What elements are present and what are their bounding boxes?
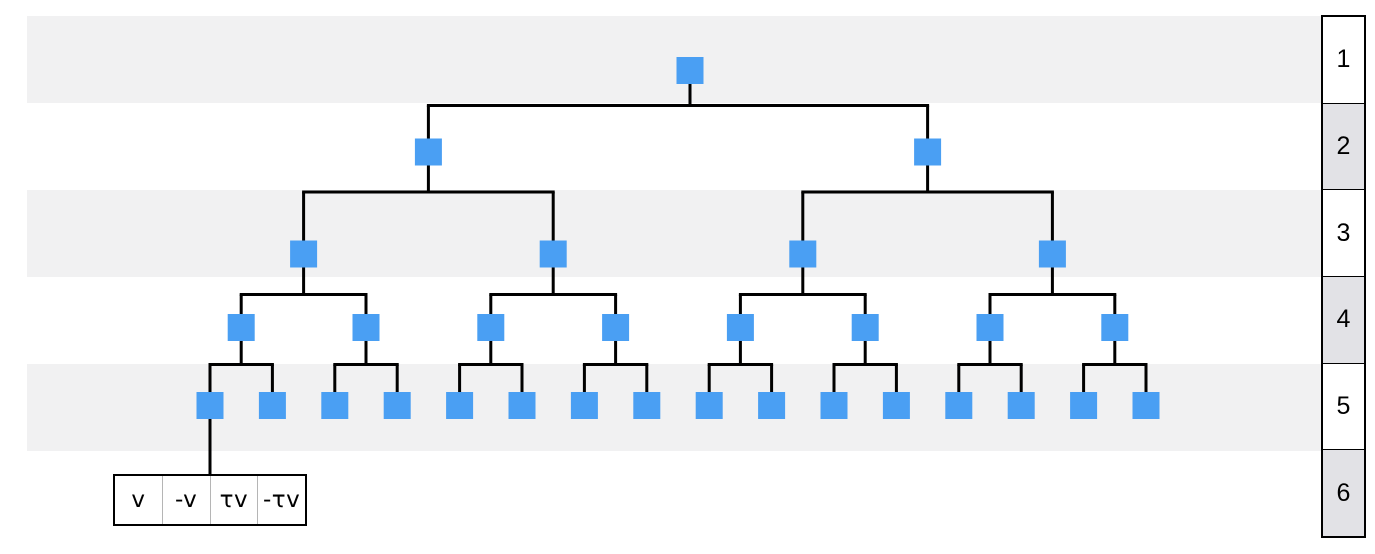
tree-node-level5-6 <box>508 392 536 419</box>
tree-node-level5-2 <box>258 392 286 419</box>
leaf-value-table: v -v τv -τv <box>113 474 307 526</box>
tree-node-level3-4 <box>1038 240 1066 268</box>
tree-node-level4-5 <box>726 314 754 341</box>
tree-node-level3-1 <box>290 240 318 268</box>
leaf-table-cell-neg-v: -v <box>161 476 210 524</box>
level-label-1: 1 <box>1323 17 1364 103</box>
row-stripe-3 <box>27 190 1321 277</box>
row-stripe-1 <box>27 16 1321 103</box>
tree-node-level5-8 <box>633 392 661 419</box>
tree-node-level5-9 <box>695 392 723 419</box>
tree-node-level5-5 <box>446 392 474 419</box>
tree-node-level5-11 <box>820 392 848 419</box>
tree-node-level4-7 <box>976 314 1004 341</box>
level-label-2: 2 <box>1323 102 1364 190</box>
tree-node-level4-4 <box>602 314 630 341</box>
tree-node-level5-12 <box>882 392 910 419</box>
leaf-table-cell-neg-tau-v: -τv <box>257 476 305 524</box>
level-label-5: 5 <box>1323 362 1364 450</box>
level-label-3: 3 <box>1323 189 1364 277</box>
level-label-6: 6 <box>1323 449 1364 537</box>
tree-node-level5-16 <box>1132 392 1160 419</box>
row-stripe-5 <box>27 364 1321 451</box>
tree-node-level5-1 <box>196 392 224 419</box>
tree-node-level3-2 <box>539 240 567 268</box>
tree-node-level5-7 <box>570 392 598 419</box>
tree-connectors <box>208 84 1148 474</box>
tree-node-level3-3 <box>789 240 817 268</box>
tree-node-level1-1 <box>676 57 704 84</box>
tree-node-level4-2 <box>352 314 380 341</box>
tree-node-level5-4 <box>383 392 411 419</box>
tree-node-level5-10 <box>758 392 786 419</box>
leaf-table-cell-v: v <box>131 487 146 513</box>
tree-node-level4-1 <box>227 314 255 341</box>
tree-node-level4-3 <box>477 314 505 341</box>
tree-node-level4-8 <box>1101 314 1129 341</box>
level-label-4: 4 <box>1323 276 1364 363</box>
tree-node-level5-15 <box>1070 392 1098 419</box>
tree-node-level2-1 <box>414 138 442 166</box>
tree-node-level5-3 <box>321 392 349 419</box>
tree-node-level5-13 <box>945 392 973 419</box>
tree-nodes <box>196 57 1160 419</box>
leaf-table-cell-tau-v: τv <box>209 476 258 524</box>
tree-node-level4-6 <box>851 314 879 341</box>
tree-node-level5-14 <box>1007 392 1035 419</box>
level-ruler: 1 2 3 4 5 6 <box>1321 15 1366 538</box>
tree-node-level2-2 <box>914 138 942 166</box>
